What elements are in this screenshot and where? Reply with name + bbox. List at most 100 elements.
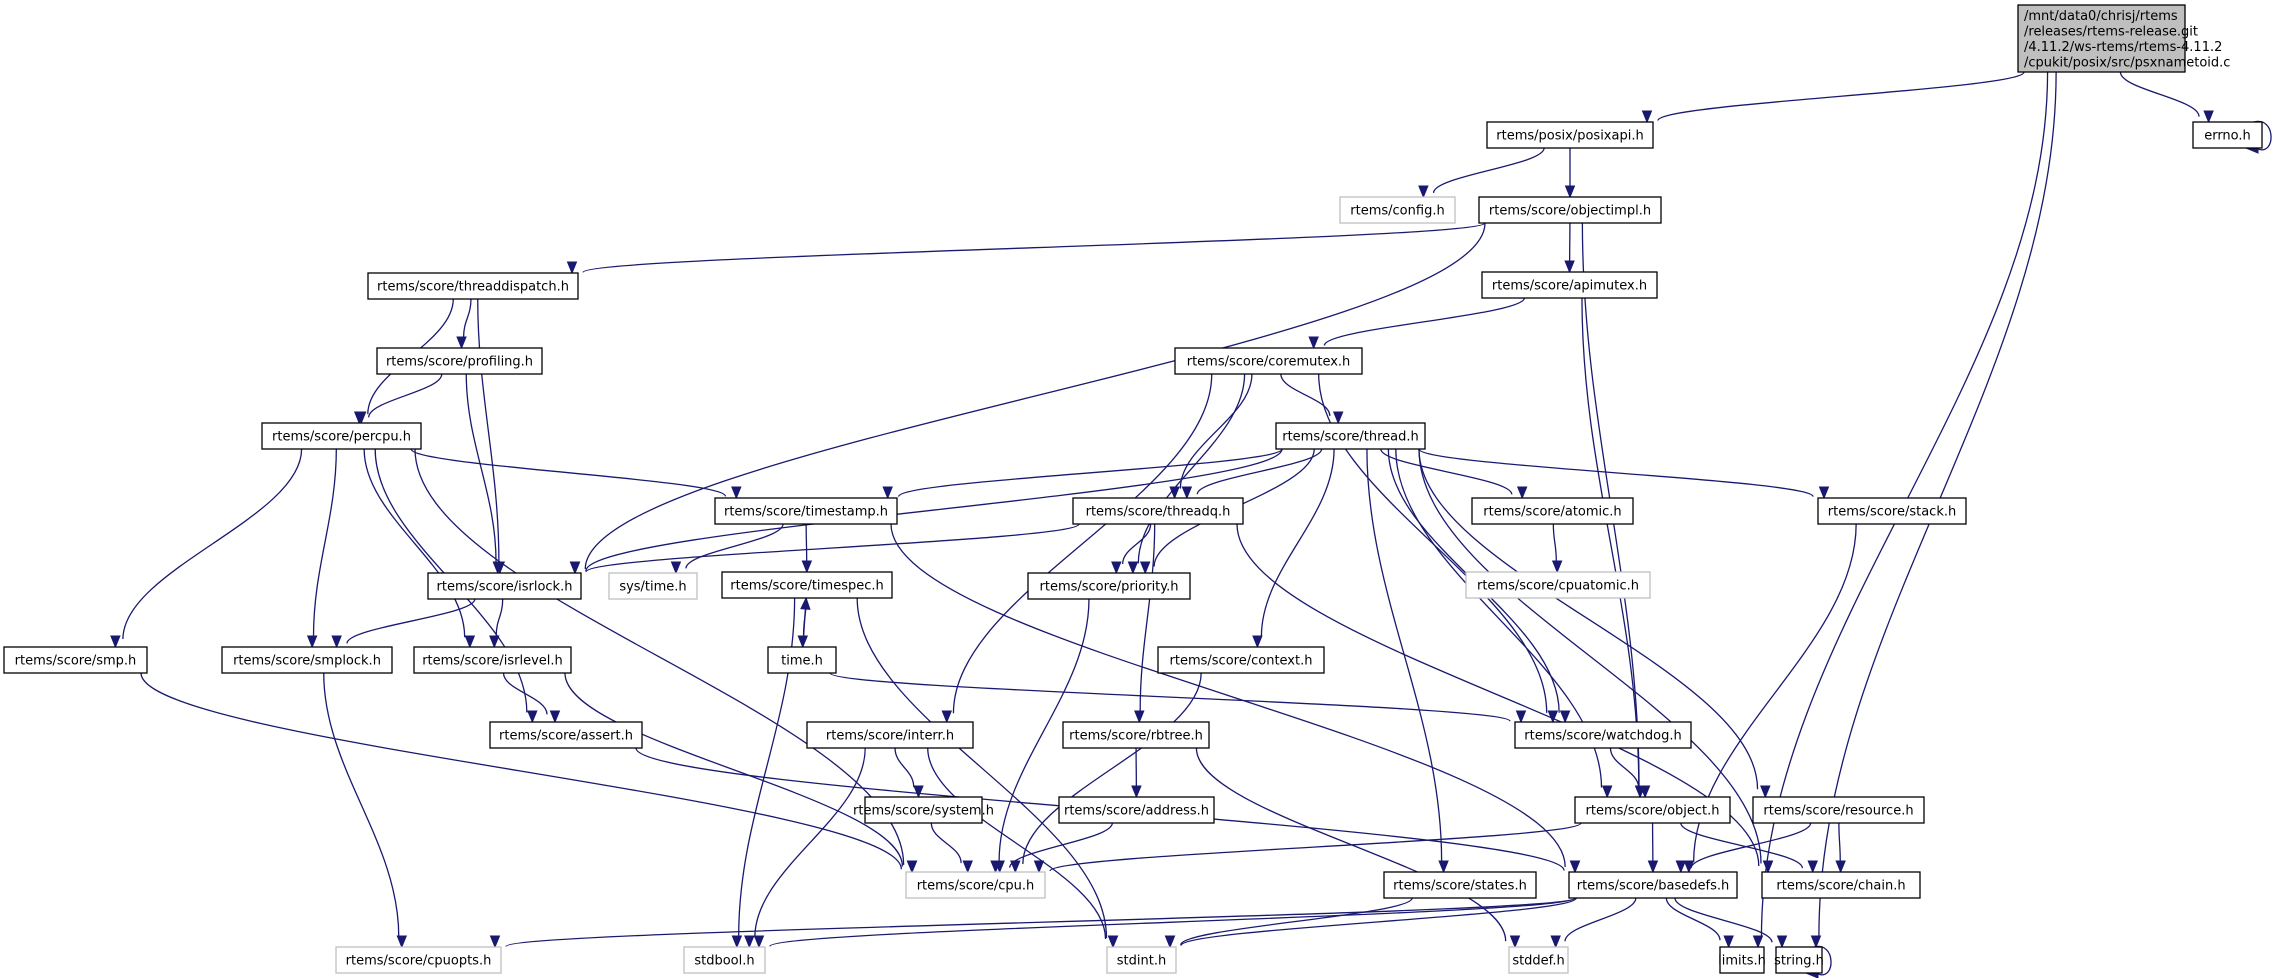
node-resource[interactable]: rtems/score/resource.h xyxy=(1752,796,1925,824)
node-coremutex[interactable]: rtems/score/coremutex.h xyxy=(1174,347,1363,375)
arrowhead-icon xyxy=(1723,935,1734,949)
edge-apimutex-to-coremutex xyxy=(1308,297,1525,350)
node-stddef[interactable]: stddef.h xyxy=(1508,946,1569,974)
node-systime[interactable]: sys/time.h xyxy=(608,572,698,600)
edge-smp-to-cpu xyxy=(140,672,918,874)
node-priority[interactable]: rtems/score/priority.h xyxy=(1027,572,1191,600)
edge-threaddispatch-to-profiling xyxy=(456,298,472,350)
arrowhead-icon xyxy=(1564,185,1576,199)
node-threaddispatch[interactable]: rtems/score/threaddispatch.h xyxy=(367,272,579,300)
edge-address-to-cpu xyxy=(994,822,1113,874)
node-label-line: /releases/rtems-release.git xyxy=(2024,25,2198,40)
arrowhead-icon xyxy=(1762,860,1774,874)
node-smp[interactable]: rtems/score/smp.h xyxy=(3,646,148,674)
node-box xyxy=(1471,497,1634,525)
node-threadq[interactable]: rtems/score/threadq.h xyxy=(1072,497,1244,525)
node-box xyxy=(1275,422,1426,450)
node-label: rtems/posix/posixapi.h xyxy=(1496,129,1643,144)
arrowhead-icon xyxy=(1641,110,1653,124)
node-watchdog[interactable]: rtems/score/watchdog.h xyxy=(1514,721,1692,749)
node-assert[interactable]: rtems/score/assert.h xyxy=(489,721,643,749)
node-stdint[interactable]: stdint.h xyxy=(1106,946,1177,974)
edge-interr-to-system xyxy=(894,747,924,799)
edge-thread-to-stack xyxy=(1418,448,1830,500)
arrowhead-icon xyxy=(1169,486,1180,500)
node-limits[interactable]: limits.h xyxy=(1718,946,1766,974)
node-box xyxy=(1157,646,1325,674)
node-timestamp[interactable]: rtems/score/timestamp.h xyxy=(714,497,898,525)
edge-timeh-to-watchdog xyxy=(829,672,1527,724)
node-profiling[interactable]: rtems/score/profiling.h xyxy=(376,347,543,375)
edge-basedefs-to-stdbool xyxy=(753,897,1576,949)
edge-posixapi-to-objectimpl xyxy=(1564,147,1576,199)
node-label: rtems/score/timestamp.h xyxy=(724,505,888,520)
arrowhead-icon xyxy=(731,935,743,949)
edge-coremutex-to-threadq xyxy=(1169,373,1253,500)
arrowhead-icon xyxy=(1127,561,1139,575)
node-isrlock[interactable]: rtems/score/isrlock.h xyxy=(427,572,582,600)
edge-isrlevel-to-assert xyxy=(502,672,561,724)
node-object[interactable]: rtems/score/object.h xyxy=(1574,796,1731,824)
edge-interr-to-stdint xyxy=(927,747,1119,949)
node-rbtree[interactable]: rtems/score/rbtree.h xyxy=(1062,721,1210,749)
node-stack[interactable]: rtems/score/stack.h xyxy=(1817,497,1967,525)
node-timeh[interactable]: time.h xyxy=(767,646,837,674)
arrowhead-icon xyxy=(1516,486,1528,500)
node-box xyxy=(864,796,983,824)
arrowhead-icon xyxy=(456,336,467,350)
node-label: rtems/score/coremutex.h xyxy=(1187,355,1351,370)
arrowhead-icon xyxy=(527,710,538,724)
node-context[interactable]: rtems/score/context.h xyxy=(1157,646,1325,674)
node-isrlevel[interactable]: rtems/score/isrlevel.h xyxy=(413,646,572,674)
node-box xyxy=(221,646,393,674)
node-label: errno.h xyxy=(2204,129,2251,144)
arrowhead-icon xyxy=(1252,635,1263,649)
edge-percpu-to-smplock xyxy=(306,448,337,649)
node-apimutex[interactable]: rtems/score/apimutex.h xyxy=(1481,271,1658,299)
edge-thread-to-resource xyxy=(1418,448,1771,799)
nodes-layer: /mnt/data0/chrisj/rtems/releases/rtems-r… xyxy=(3,4,2263,974)
node-percpu[interactable]: rtems/score/percpu.h xyxy=(261,422,422,450)
node-interr[interactable]: rtems/score/interr.h xyxy=(806,721,974,749)
node-label: rtems/score/cpuatomic.h xyxy=(1477,579,1639,594)
arrowhead-icon xyxy=(1181,486,1193,500)
node-chain[interactable]: rtems/score/chain.h xyxy=(1761,871,1921,899)
node-thread[interactable]: rtems/score/thread.h xyxy=(1275,422,1426,450)
node-address[interactable]: rtems/score/address.h xyxy=(1058,796,1215,824)
node-smplock[interactable]: rtems/score/smplock.h xyxy=(221,646,393,674)
edge-basedefs-to-cpuopts xyxy=(489,897,1576,949)
node-cpu[interactable]: rtems/score/cpu.h xyxy=(905,871,1046,899)
node-system[interactable]: rtems/score/system.h xyxy=(853,796,994,824)
arrowhead-icon xyxy=(1438,860,1449,874)
arrowhead-icon xyxy=(731,486,742,500)
node-label: rtems/score/watchdog.h xyxy=(1524,729,1681,744)
node-string[interactable]: string.h xyxy=(1774,946,1824,974)
node-cpuatomic[interactable]: rtems/score/cpuatomic.h xyxy=(1465,571,1651,599)
edge-basedefs-to-stdint xyxy=(1164,897,1577,949)
arrowhead-icon xyxy=(913,785,924,799)
arrowhead-icon xyxy=(941,710,953,724)
node-label: rtems/score/chain.h xyxy=(1776,879,1905,894)
node-basedefs[interactable]: rtems/score/basedefs.h xyxy=(1568,871,1738,899)
arrowhead-icon xyxy=(1515,710,1527,724)
edge-objectimpl-to-threaddispatch xyxy=(566,222,1486,275)
node-atomic[interactable]: rtems/score/atomic.h xyxy=(1471,497,1634,525)
node-errno[interactable]: errno.h xyxy=(2192,121,2263,149)
edge-rbtree-to-address xyxy=(1131,747,1142,799)
node-posixapi[interactable]: rtems/posix/posixapi.h xyxy=(1486,121,1654,149)
edge-thread-to-states xyxy=(1366,448,1449,874)
edge-objectimpl-to-isrlock xyxy=(569,222,1486,575)
node-objectimpl[interactable]: rtems/score/objectimpl.h xyxy=(1478,196,1662,224)
edge-threaddispatch-to-isrlock xyxy=(477,298,506,575)
node-timespec[interactable]: rtems/score/timespec.h xyxy=(721,571,893,599)
node-states[interactable]: rtems/score/states.h xyxy=(1383,871,1537,899)
arrowhead-icon xyxy=(1639,785,1651,799)
node-cpuopts[interactable]: rtems/score/cpuopts.h xyxy=(335,946,502,974)
node-box xyxy=(905,871,1046,899)
node-root[interactable]: /mnt/data0/chrisj/rtems/releases/rtems-r… xyxy=(2017,4,2230,73)
node-config[interactable]: rtems/config.h xyxy=(1339,196,1456,224)
edge-context-to-cpu xyxy=(1010,672,1202,874)
node-stdbool[interactable]: stdbool.h xyxy=(683,946,766,974)
node-box xyxy=(1481,271,1658,299)
arrowhead-icon xyxy=(489,935,501,949)
